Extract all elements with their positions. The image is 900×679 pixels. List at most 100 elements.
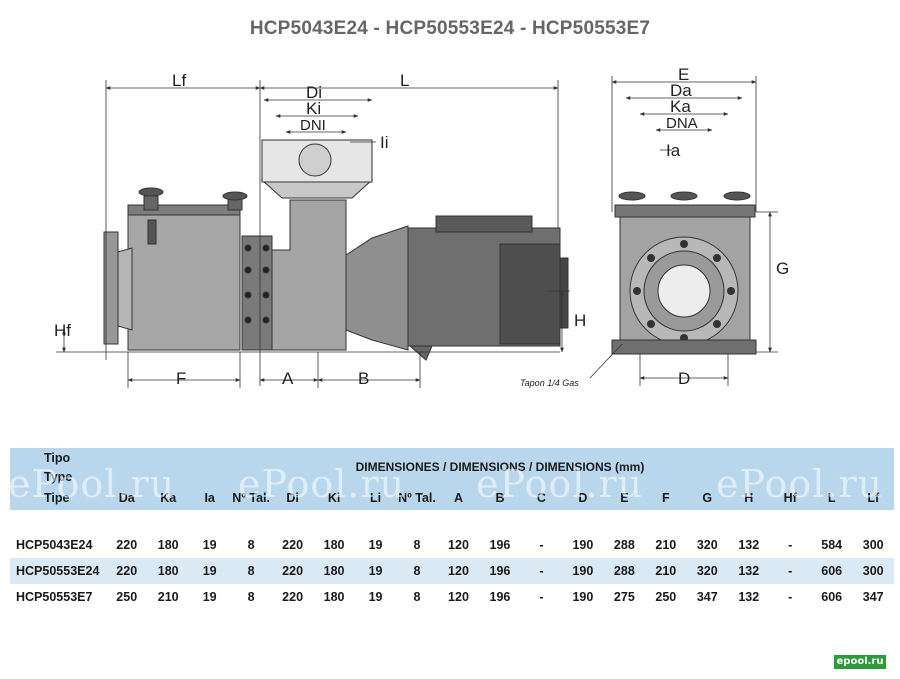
col-header: Di bbox=[286, 491, 299, 505]
table-cell: 220 bbox=[282, 590, 304, 604]
table-cell: 19 bbox=[368, 538, 383, 552]
dim-label-f: F bbox=[176, 369, 186, 388]
table-cell: - bbox=[539, 538, 544, 552]
table-cell: - bbox=[539, 590, 544, 604]
dim-label-h: H bbox=[574, 311, 586, 330]
dim-label-ia: Ia bbox=[666, 141, 681, 160]
dim-label-e: E bbox=[678, 65, 689, 84]
dim-label-l: L bbox=[400, 71, 409, 90]
table-cell: 220 bbox=[282, 564, 304, 578]
dim-label-a: A bbox=[282, 369, 294, 388]
table-cell: 120 bbox=[448, 590, 469, 604]
table-cell: 196 bbox=[489, 564, 511, 578]
col-header: B bbox=[495, 491, 505, 505]
table-cell: 19 bbox=[202, 590, 217, 604]
dim-label-hf: Hf bbox=[54, 321, 71, 340]
table-cell: 8 bbox=[413, 538, 421, 552]
row-type: HCP50553E7 bbox=[16, 590, 93, 604]
table-cell: 606 bbox=[821, 590, 843, 604]
dim-label-b: B bbox=[358, 369, 369, 388]
col-header: A bbox=[453, 491, 463, 505]
table-cell: 210 bbox=[655, 538, 677, 552]
table-cell: 120 bbox=[448, 538, 469, 552]
table-cell: 210 bbox=[655, 564, 677, 578]
col-header: H bbox=[744, 491, 754, 505]
table-cell: - bbox=[539, 564, 544, 578]
table-cell: 19 bbox=[202, 538, 217, 552]
table-cell: 320 bbox=[696, 538, 718, 552]
dim-label-ii: Ii bbox=[380, 133, 389, 152]
tipe-label: Tipe bbox=[44, 491, 70, 505]
diagram-title: HCP5043E24 - HCP50553E24 - HCP50553E7 bbox=[249, 18, 651, 39]
table-cell: 120 bbox=[448, 564, 469, 578]
table-row: HCP50553E7 250 210 19 8 220 180 19 8 120 196 - 190 27… bbox=[10, 584, 894, 610]
table-cell: 250 bbox=[116, 590, 138, 604]
table-cell: 132 bbox=[738, 564, 760, 578]
tipo-label: Tipo bbox=[44, 451, 71, 465]
table-cell: 180 bbox=[157, 564, 179, 578]
table-cell: 300 bbox=[862, 564, 884, 578]
col-header: Da bbox=[118, 491, 135, 505]
pump-front-view bbox=[611, 191, 757, 355]
dim-label-da: Da bbox=[670, 81, 692, 100]
table-cell: 320 bbox=[696, 564, 718, 578]
table-cell: 210 bbox=[157, 590, 179, 604]
table-cell: 275 bbox=[613, 590, 635, 604]
dim-label-ki: Ki bbox=[306, 99, 321, 118]
table-cell: 347 bbox=[862, 590, 884, 604]
table-cell: 288 bbox=[613, 538, 635, 552]
table-cell: 250 bbox=[655, 590, 677, 604]
table-cell: 180 bbox=[323, 538, 345, 552]
col-header: Nº Tal. bbox=[232, 491, 270, 505]
col-header: Ka bbox=[160, 491, 177, 505]
table-cell: 8 bbox=[413, 590, 421, 604]
table-cell: 196 bbox=[489, 590, 511, 604]
col-header: E bbox=[620, 491, 629, 505]
table-cell: 8 bbox=[247, 538, 255, 552]
table-cell: 8 bbox=[247, 564, 255, 578]
dimensions-table: Tipo DIMENSIONES / DIMENSIONS / DIMENSIO… bbox=[10, 448, 894, 610]
col-header: L bbox=[827, 491, 836, 505]
table-cell: 300 bbox=[862, 538, 884, 552]
table-cell: 8 bbox=[413, 564, 421, 578]
col-header: D bbox=[578, 491, 588, 505]
table-cell: - bbox=[788, 590, 793, 604]
table-cell: 606 bbox=[821, 564, 843, 578]
table-cell: 347 bbox=[696, 590, 718, 604]
table-cell: 220 bbox=[116, 564, 138, 578]
dim-label-ka: Ka bbox=[670, 97, 691, 116]
dim-label-lf: Lf bbox=[172, 71, 186, 90]
group-header: DIMENSIONES / DIMENSIONS / DIMENSIONS (m… bbox=[355, 460, 645, 474]
tapon-note: Tapon 1/4 Gas bbox=[520, 378, 579, 388]
table-cell: 132 bbox=[738, 538, 760, 552]
table-cell: 19 bbox=[368, 590, 383, 604]
table-cell: 19 bbox=[202, 564, 217, 578]
table-cell: 180 bbox=[323, 590, 345, 604]
table-cell: 190 bbox=[572, 538, 594, 552]
epool-logo: epool.ru bbox=[834, 655, 886, 669]
col-header: Lf bbox=[867, 491, 880, 505]
col-header: Nº Tal. bbox=[398, 491, 436, 505]
table-cell: 19 bbox=[368, 564, 383, 578]
dim-label-dna: DNA bbox=[666, 115, 698, 132]
col-header: Li bbox=[369, 491, 382, 505]
table-cell: 180 bbox=[157, 538, 179, 552]
col-header: G bbox=[702, 491, 713, 505]
table-cell: 196 bbox=[489, 538, 511, 552]
table-cell: 220 bbox=[282, 538, 304, 552]
col-header: Hf bbox=[783, 491, 797, 505]
dim-label-di: Di bbox=[306, 83, 322, 102]
row-type: HCP50553E24 bbox=[16, 564, 100, 578]
col-header: Ia bbox=[204, 491, 215, 505]
table-cell: 180 bbox=[323, 564, 345, 578]
table-cell: 190 bbox=[572, 590, 594, 604]
type-label: Type bbox=[44, 470, 73, 484]
table-cell: 584 bbox=[821, 538, 843, 552]
table-cell: 8 bbox=[247, 590, 255, 604]
table-cell: 288 bbox=[613, 564, 635, 578]
col-header: Ki bbox=[327, 491, 341, 505]
dim-label-d: D bbox=[678, 369, 690, 388]
